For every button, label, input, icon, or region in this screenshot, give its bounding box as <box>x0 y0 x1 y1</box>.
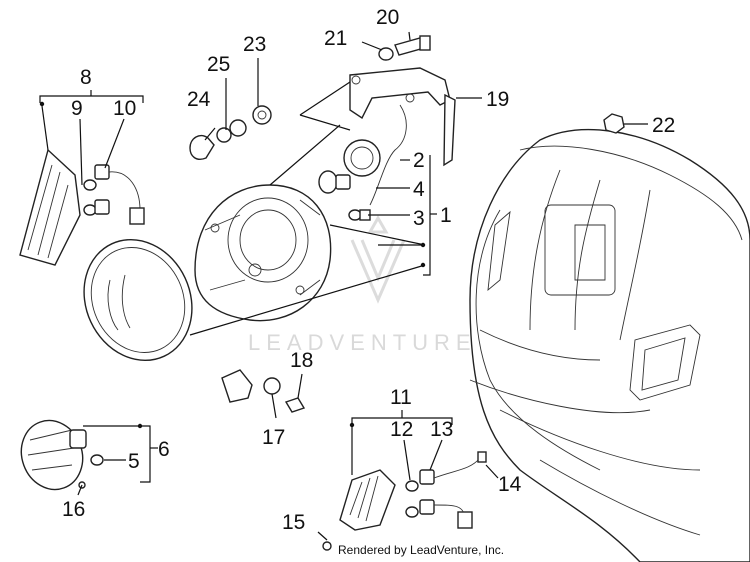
callout-12: 12 <box>390 418 413 441</box>
headlight-bracket <box>349 67 456 206</box>
headlight-lens <box>83 238 193 362</box>
bullet-dots <box>39 101 426 429</box>
side-marker-lamp <box>20 419 87 491</box>
callout-2: 2 <box>413 149 425 172</box>
callout-19: 19 <box>486 88 509 111</box>
callout-18: 18 <box>290 349 313 372</box>
callout-1: 1 <box>440 204 452 227</box>
socket-10 <box>94 164 145 225</box>
callout-23: 23 <box>243 33 266 56</box>
rubber-mount <box>221 369 253 403</box>
callout-10: 10 <box>113 97 136 120</box>
callout-14: 14 <box>498 473 522 496</box>
washer-21 <box>378 47 394 61</box>
watermark-text: LEADVENTURE <box>248 330 477 355</box>
watermark: LEADVENTURE <box>248 214 477 355</box>
washer-17 <box>263 377 281 395</box>
bulb-9 <box>83 179 97 216</box>
bulb-5 <box>90 454 104 466</box>
socket-13 <box>419 457 481 529</box>
render-credit: Rendered by LeadVenture, Inc. <box>338 543 504 557</box>
clip-14 <box>477 451 487 463</box>
adjuster-nut-24 <box>189 134 215 160</box>
nut-22 <box>603 113 625 134</box>
callout-4: 4 <box>413 178 425 201</box>
callout-8: 8 <box>80 66 92 89</box>
rear-lens-8 <box>19 148 81 266</box>
callout-25: 25 <box>207 53 230 76</box>
dust-cap <box>343 139 381 177</box>
callout-5: 5 <box>128 450 140 473</box>
screw-15 <box>322 541 332 551</box>
callout-16: 16 <box>62 498 85 521</box>
callout-20: 20 <box>376 6 399 29</box>
spacer-25 <box>216 119 247 143</box>
front-shield-body <box>469 128 750 562</box>
bolt-20 <box>394 35 431 56</box>
callout-6: 6 <box>158 438 170 461</box>
callout-9: 9 <box>71 97 83 120</box>
headlight-housing <box>194 184 332 322</box>
callout-15: 15 <box>282 511 305 534</box>
callout-11: 11 <box>390 386 412 409</box>
callout-13: 13 <box>430 418 453 441</box>
callout-17: 17 <box>262 426 285 449</box>
washer-23 <box>252 105 272 125</box>
callout-labels: 1 2 3 4 5 6 8 9 10 11 12 13 14 15 16 17 … <box>62 6 675 534</box>
headlight-bulb <box>318 170 351 194</box>
callout-21: 21 <box>324 27 347 50</box>
callout-3: 3 <box>413 207 425 230</box>
parking-bulb <box>348 209 371 221</box>
callout-22: 22 <box>652 114 675 137</box>
leader-lines <box>39 31 648 541</box>
callout-24: 24 <box>187 88 211 111</box>
bulb-12 <box>405 480 419 518</box>
screw-18 <box>284 397 306 413</box>
turn-lens-11 <box>339 469 396 531</box>
watermark-logo <box>350 214 406 304</box>
